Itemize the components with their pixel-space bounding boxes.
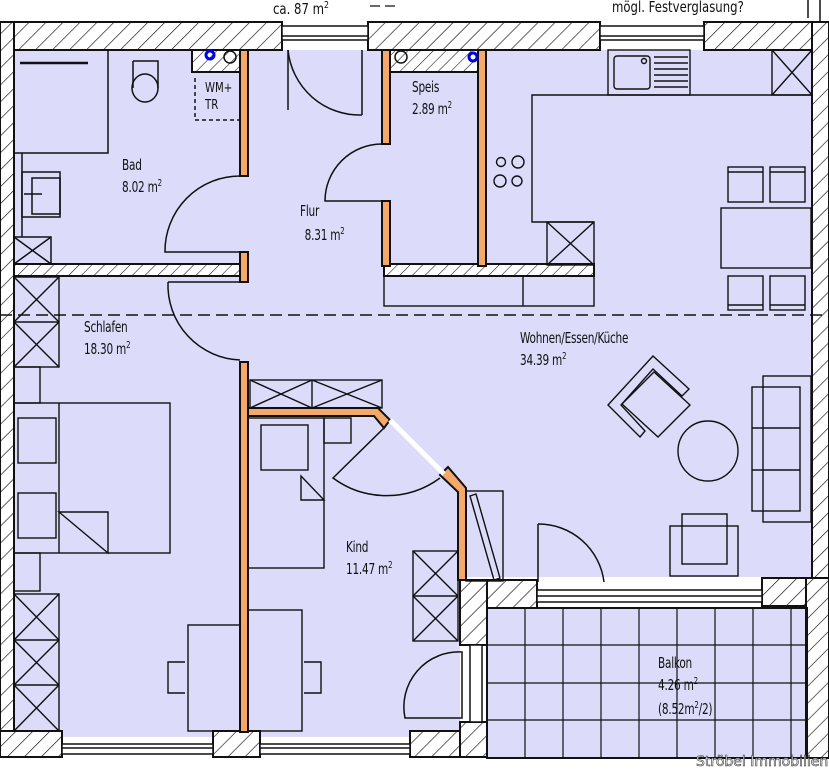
interior-walls bbox=[13, 49, 595, 277]
room-name: Speis bbox=[412, 78, 440, 96]
armchair bbox=[669, 525, 739, 577]
chair bbox=[769, 166, 806, 203]
living-furniture bbox=[465, 355, 812, 582]
windows bbox=[61, 25, 763, 755]
sofa-back bbox=[762, 375, 812, 523]
nightstand bbox=[323, 417, 352, 444]
nightstand bbox=[13, 552, 41, 592]
room-name: Wohnen/Essen/Küche bbox=[520, 329, 629, 347]
room-name: Flur bbox=[300, 202, 320, 220]
kitchen-fixtures bbox=[383, 49, 813, 311]
room-area: 4.26 m2 bbox=[658, 676, 698, 694]
room-label-kind: Kind 11.47 m2 bbox=[346, 538, 393, 578]
bedroom-furniture bbox=[13, 276, 241, 732]
room-area: 8.31 m2 bbox=[304, 226, 345, 244]
room-area: 18.30 m2 bbox=[84, 340, 131, 358]
total-area-label: ca. 87 m2 bbox=[273, 0, 330, 18]
room-label-schlafen: Schlafen 18.30 m2 bbox=[84, 318, 131, 358]
bathroom-fixtures bbox=[13, 49, 408, 265]
balcony-tiles bbox=[486, 607, 808, 759]
chair bbox=[727, 275, 764, 311]
desk bbox=[247, 609, 303, 732]
kid-furniture bbox=[247, 379, 459, 732]
shaft bbox=[13, 236, 52, 265]
chair bbox=[769, 275, 806, 311]
wardrobe bbox=[13, 593, 60, 732]
room-area: 11.47 m2 bbox=[346, 560, 393, 578]
watermark: Ströbel Immobilien bbox=[696, 754, 829, 771]
sofa bbox=[751, 386, 801, 512]
double-bed bbox=[13, 402, 171, 554]
room-name: Bad bbox=[122, 156, 142, 174]
room-area-note: (8.52m2/2) bbox=[658, 700, 713, 718]
desk bbox=[187, 624, 241, 732]
room-label-bad: Bad 8.02 m2 bbox=[122, 156, 162, 196]
wardrobe bbox=[465, 490, 504, 582]
room-name: Schlafen bbox=[84, 318, 128, 336]
doors bbox=[164, 49, 605, 719]
pillow bbox=[260, 424, 309, 471]
room-label-flur: Flur 8.31 m2 bbox=[300, 202, 345, 244]
room-label-balkon: Balkon 4.26 m2 (8.52m2/2) bbox=[658, 654, 713, 718]
room-name: Kind bbox=[346, 538, 369, 556]
window-note: mögl. Festverglasung? bbox=[612, 0, 744, 16]
pipe-marker-icon bbox=[204, 49, 216, 61]
shelf bbox=[249, 379, 383, 409]
armchair bbox=[607, 355, 691, 439]
room-label-speis: Speis 2.89 m2 bbox=[412, 78, 452, 118]
floor-area bbox=[14, 50, 812, 758]
room-area: 2.89 m2 bbox=[412, 100, 452, 118]
dining-table bbox=[720, 207, 812, 269]
pillow bbox=[17, 492, 57, 539]
bathtub bbox=[13, 49, 109, 154]
single-bed bbox=[247, 417, 325, 569]
coffee-table bbox=[677, 420, 739, 482]
dryer-label: TR bbox=[205, 98, 219, 113]
washer-label: WM+ bbox=[205, 81, 233, 96]
room-area: 8.02 m2 bbox=[122, 178, 162, 196]
chair bbox=[727, 166, 764, 203]
washer-dryer-label: WM+ TR bbox=[205, 80, 232, 114]
pipe-marker-icon bbox=[467, 51, 479, 63]
door-opening bbox=[388, 418, 446, 476]
room-label-wohnen: Wohnen/Essen/Küche 34.39 m2 bbox=[520, 329, 628, 369]
room-name: Balkon bbox=[658, 654, 692, 672]
room-area: 34.39 m2 bbox=[520, 351, 567, 369]
pillow bbox=[17, 417, 57, 464]
exterior-walls bbox=[0, 21, 829, 759]
